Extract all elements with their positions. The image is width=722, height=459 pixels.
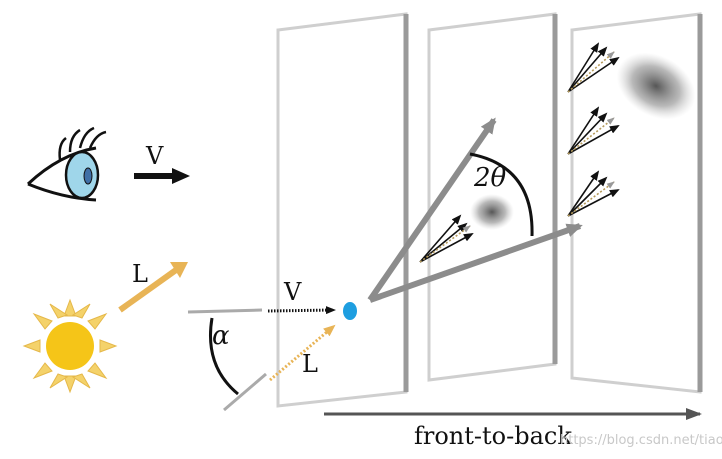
particle-dot (343, 302, 357, 320)
ray-fan-panel-3-bottom (567, 170, 620, 217)
light-direction-arrow (118, 262, 188, 313)
view-direction-arrow (134, 168, 190, 184)
view-label-top: V (145, 142, 164, 170)
ray-fan-panel-3-middle (567, 106, 620, 155)
ray-fan-panel-3-top (567, 42, 620, 93)
density-blob-large (616, 52, 696, 120)
panel-1 (276, 12, 409, 408)
view-ray (267, 306, 336, 315)
two-theta-label: 2θ (473, 163, 507, 193)
front-to-back-label: front-to-back (414, 422, 572, 450)
alpha-angle (187, 308, 267, 412)
scatter-cone (367, 117, 583, 303)
light-ray (269, 324, 336, 382)
sun-icon (22, 298, 118, 394)
view-label-ray: V (283, 278, 302, 306)
alpha-label: α (212, 321, 230, 351)
light-label-top: L (132, 260, 148, 288)
density-blob-small (470, 194, 514, 230)
ray-fan-panel-2 (419, 214, 474, 263)
light-label-ray: L (302, 350, 318, 378)
eye-icon (26, 126, 107, 202)
watermark-text: https://blog.csdn.net/tiao_god (560, 433, 722, 448)
